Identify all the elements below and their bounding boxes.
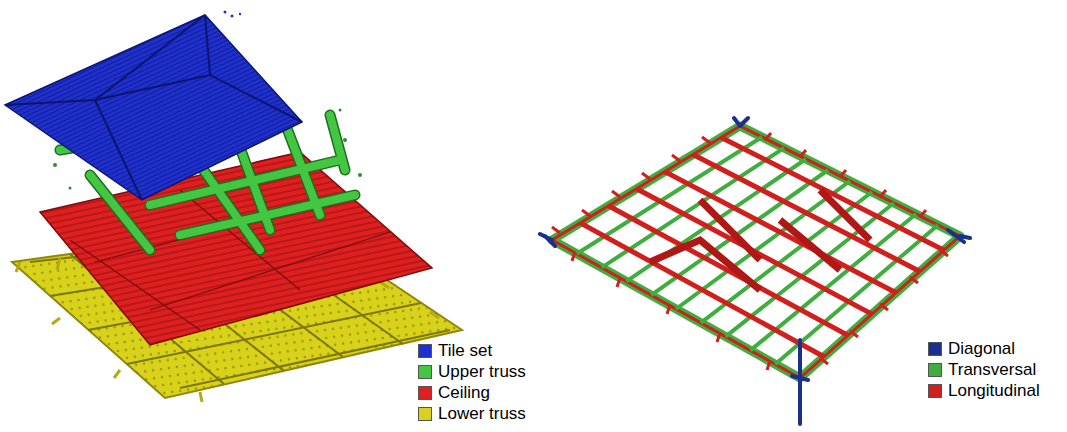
legend-swatch (418, 407, 432, 421)
diagonal-braces (540, 118, 970, 424)
legend-swatch (418, 344, 432, 358)
legend-label: Lower truss (438, 405, 526, 422)
legend-item: Tile set (418, 340, 526, 361)
tile-set-hips (5, 15, 302, 200)
legend-item: Transversal (928, 359, 1040, 380)
legend-item: Diagonal (928, 338, 1040, 359)
scatter-dot (343, 138, 347, 142)
frame-perimeter-inner (552, 126, 960, 378)
longitudinal-blocks (650, 190, 870, 290)
scatter-dot (53, 163, 57, 167)
legend-label: Transversal (948, 361, 1036, 378)
scatter-dot (358, 173, 362, 177)
legend-label: Longitudinal (948, 382, 1040, 399)
legend-swatch (928, 342, 942, 356)
longitudinal-beams (580, 137, 944, 356)
legend: DiagonalTransversalLongitudinal (928, 338, 1040, 401)
scatter-dot (224, 11, 227, 14)
scatter-dot (339, 109, 342, 112)
rafter-ends (552, 133, 948, 370)
legend-swatch (928, 384, 942, 398)
legend-item: Lower truss (418, 403, 526, 424)
legend-swatch (418, 386, 432, 400)
legend-label: Tile set (438, 342, 492, 359)
legend: Tile setUpper trussCeilingLower truss (418, 340, 526, 424)
legend-item: Ceiling (418, 382, 526, 403)
scatter-dot (231, 15, 234, 18)
legend-swatch (928, 363, 942, 377)
tile-set-layer (5, 15, 302, 200)
legend-item: Longitudinal (928, 380, 1040, 401)
tile-set-scatter (224, 11, 242, 18)
legend-label: Upper truss (438, 363, 526, 380)
legend-item: Upper truss (418, 361, 526, 382)
legend-label: Diagonal (948, 340, 1015, 357)
scatter-dot (69, 187, 72, 190)
scatter-dot (239, 13, 241, 15)
legend-label: Ceiling (438, 384, 490, 401)
frame-perimeter (552, 126, 960, 378)
legend-swatch (418, 365, 432, 379)
